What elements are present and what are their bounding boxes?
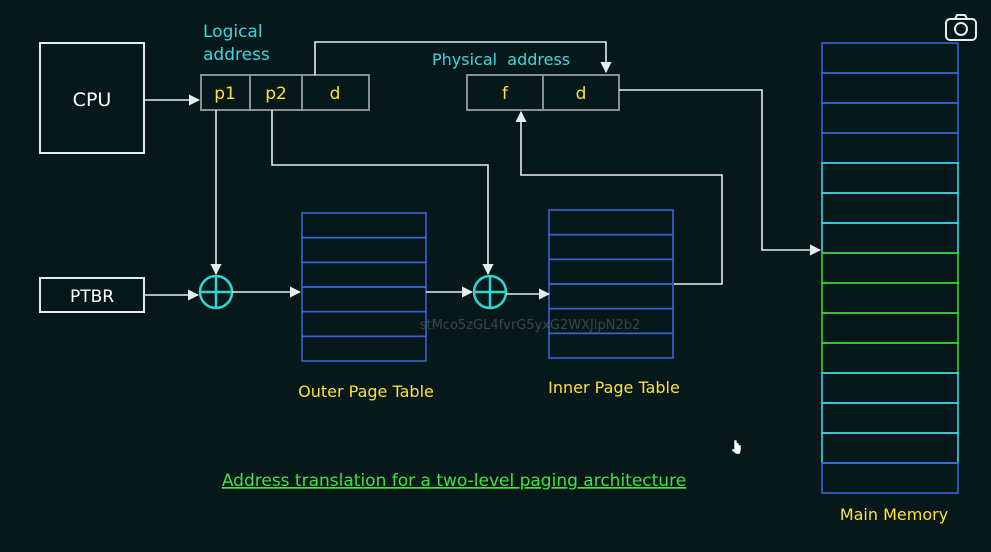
physical-field-f: f — [502, 84, 509, 104]
memory-frame — [821, 102, 959, 134]
logical-field-d: d — [330, 84, 341, 104]
inner-table-row — [548, 332, 674, 359]
connectors — [144, 41, 822, 301]
cpu-box: CPU — [39, 42, 145, 154]
cpu-label: CPU — [73, 89, 112, 111]
logical-address-title-line1: Logical — [203, 22, 263, 42]
adder-1-icon — [198, 274, 234, 310]
inner-page-table — [548, 209, 674, 359]
logical-address: Logical address p1 p2 d — [200, 22, 370, 111]
memory-frame — [821, 252, 959, 284]
inner-table-row — [548, 283, 674, 310]
outer-table-row — [301, 310, 427, 338]
memory-frame — [821, 312, 959, 344]
arrow-physical-to-memory — [619, 89, 822, 256]
memory-frame — [821, 372, 959, 404]
inner-table-row — [548, 258, 674, 285]
outer-table-row — [301, 212, 427, 239]
watermark: stMco5zGL4fvrG5yxG2WXJlpN2b2 — [420, 318, 641, 333]
ptbr-box: PTBR — [39, 277, 145, 313]
memory-frame — [821, 42, 959, 74]
outer-page-table — [301, 212, 427, 362]
diagram-caption: Address translation for a two-level pagi… — [222, 471, 686, 491]
memory-frame — [821, 222, 959, 254]
arrow-inner-to-frame — [515, 110, 723, 285]
memory-frame — [821, 72, 959, 104]
arrow-offset-copy — [314, 41, 612, 75]
logical-address-title-line2: address — [203, 45, 270, 65]
outer-page-table-label: Outer Page Table — [298, 382, 434, 401]
inner-table-row — [548, 209, 674, 236]
inner-page-table-label: Inner Page Table — [548, 378, 680, 397]
memory-frame — [821, 192, 959, 224]
outer-table-row — [301, 335, 427, 362]
outer-table-row — [301, 236, 427, 264]
camera-icon[interactable] — [944, 12, 978, 42]
outer-table-row — [301, 261, 427, 288]
physical-address: Physical address f d — [432, 50, 620, 111]
ptbr-label: PTBR — [70, 287, 114, 307]
mouse-pointer-icon — [731, 439, 742, 455]
logical-field-p2: p2 — [265, 84, 287, 104]
inner-table-row — [548, 233, 674, 261]
memory-frame — [821, 432, 959, 464]
arrow-p2-to-adder2 — [271, 110, 494, 276]
outer-table-row — [301, 286, 427, 313]
memory-frame — [821, 282, 959, 314]
adder-2-icon — [472, 274, 508, 310]
memory-frame — [821, 462, 959, 494]
memory-frame — [821, 132, 959, 164]
logical-field-p1: p1 — [214, 84, 236, 104]
main-memory-label: Main Memory — [840, 505, 948, 524]
memory-frame — [821, 402, 959, 434]
main-memory — [821, 42, 959, 494]
memory-frame — [821, 162, 959, 194]
physical-field-d: d — [576, 84, 587, 104]
memory-frame — [821, 342, 959, 374]
physical-address-title: Physical address — [432, 50, 570, 69]
